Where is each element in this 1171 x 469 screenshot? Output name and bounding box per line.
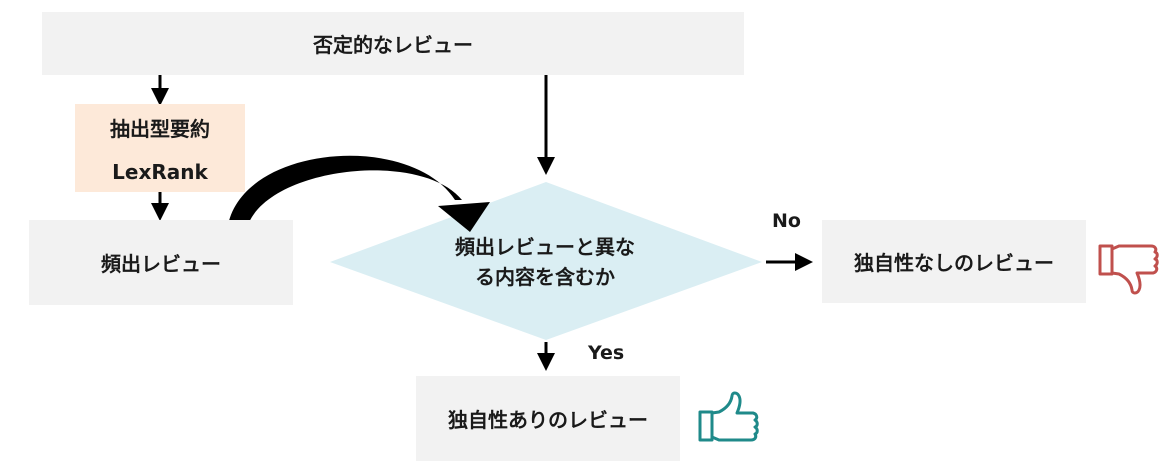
uniqueness-label: 独自性ありのレビュー	[448, 408, 648, 432]
decision-label: 頻出レビューと異な る内容を含むか	[455, 235, 635, 289]
decision-diamond	[330, 182, 762, 340]
thumbs-up-icon	[698, 391, 759, 442]
extractive-summary-box: 抽出型要約 LexRank	[75, 104, 245, 192]
frequent-reviews-label: 頻出レビュー	[101, 252, 221, 276]
negative-reviews-label: 否定的なレビュー	[313, 33, 473, 57]
yes-label: Yes	[588, 342, 625, 364]
extractive-summary-label: 抽出型要約	[110, 116, 210, 141]
curved-arrow-frequent-to-decision	[227, 155, 462, 232]
curved-arrow-head	[438, 202, 490, 232]
uniqueness-box: 独自性ありのレビュー	[416, 376, 680, 461]
no-label: No	[772, 210, 801, 232]
lexrank-label: LexRank	[112, 159, 208, 184]
no-uniqueness-label: 独自性なしのレビュー	[854, 251, 1054, 275]
frequent-reviews-box: 頻出レビュー	[29, 220, 293, 305]
thumbs-down-icon	[1098, 244, 1159, 295]
no-uniqueness-box: 独自性なしのレビュー	[822, 220, 1086, 303]
negative-reviews-box: 否定的なレビュー	[42, 12, 744, 75]
